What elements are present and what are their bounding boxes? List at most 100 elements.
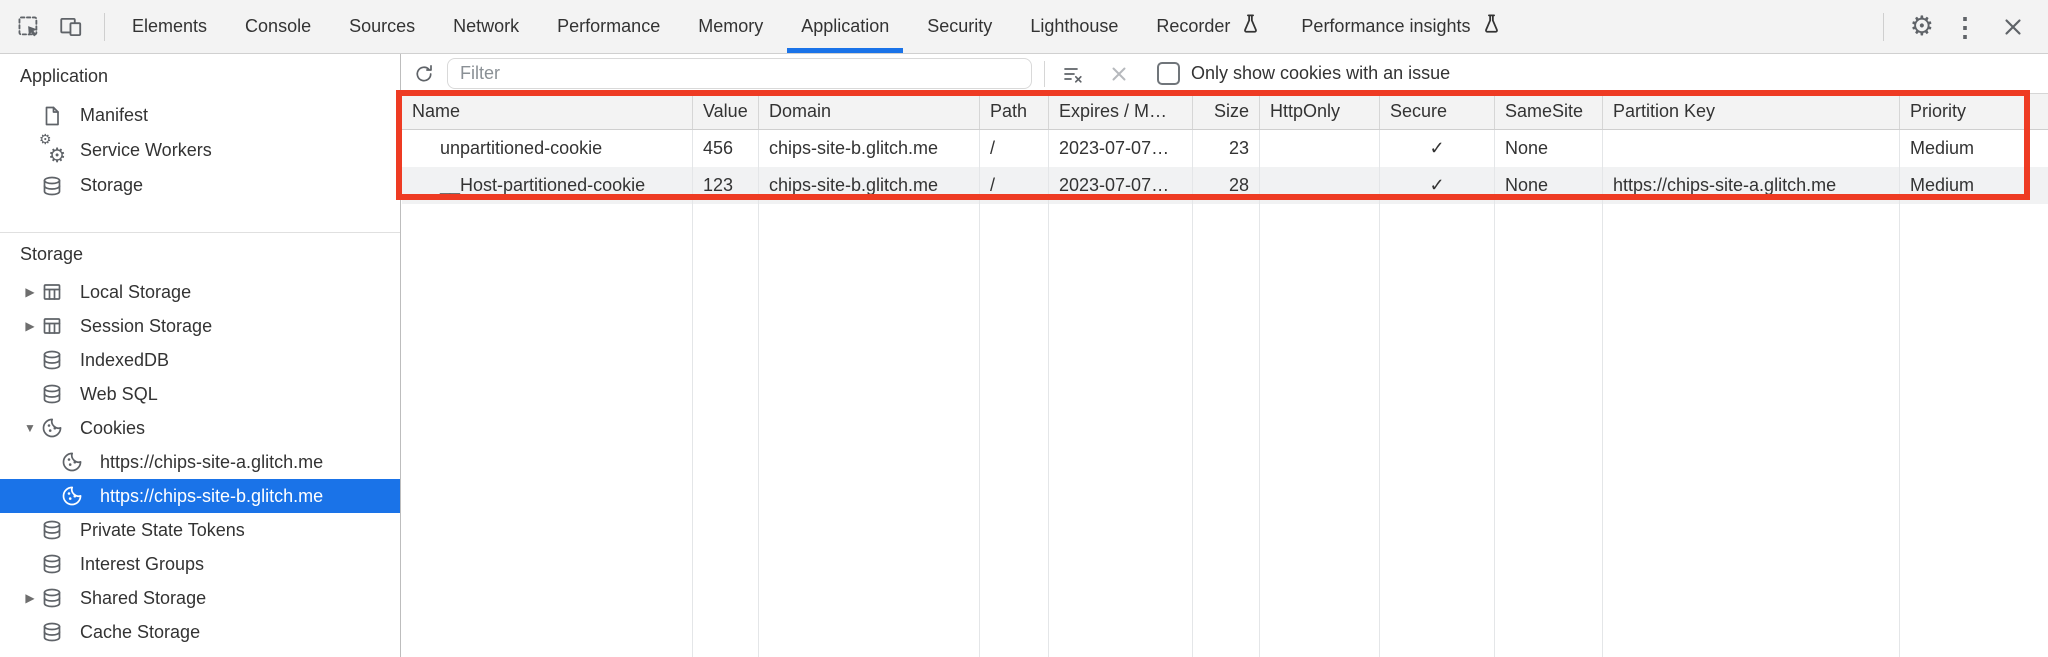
sidebar-item-session-storage[interactable]: ▶ Session Storage xyxy=(0,309,400,343)
experiment-flask-icon xyxy=(1479,12,1504,42)
sidebar-item-storage[interactable]: Storage xyxy=(0,168,400,203)
sidebar-item-cookies-chips-site-b[interactable]: https://chips-site-b.glitch.me xyxy=(0,479,400,513)
devtools-tabbar: Elements Console Sources Network Perform… xyxy=(0,0,2048,54)
sidebar-item-manifest[interactable]: Manifest xyxy=(0,98,400,133)
column-header-secure[interactable]: Secure xyxy=(1380,94,1495,129)
cell-secure: ✓ xyxy=(1380,167,1495,204)
tab-lighthouse[interactable]: Lighthouse xyxy=(1030,16,1119,36)
refresh-icon[interactable] xyxy=(408,58,440,90)
sidebar-item-web-sql[interactable]: Web SQL xyxy=(0,377,400,411)
section-title-application: Application xyxy=(20,65,109,86)
close-icon[interactable] xyxy=(1996,10,2030,44)
toolbar-divider xyxy=(1882,12,1884,41)
cell-path: / xyxy=(980,130,1049,167)
cell-size: 28 xyxy=(1193,167,1260,204)
column-header-path[interactable]: Path xyxy=(980,94,1049,129)
sidebar-item-indexeddb[interactable]: IndexedDB xyxy=(0,343,400,377)
cell-name: unpartitioned-cookie xyxy=(402,130,693,167)
table-row-unpartitioned-cookie[interactable]: unpartitioned-cookie 456 chips-site-b.gl… xyxy=(402,130,2048,167)
document-icon xyxy=(40,104,64,128)
column-header-name[interactable]: Name xyxy=(402,94,693,129)
more-vertical-icon[interactable]: ⋮ xyxy=(1952,11,1978,42)
cookies-panel: Only show cookies with an issue Name Val… xyxy=(402,54,2048,657)
sidebar-item-private-state-tokens[interactable]: Private State Tokens xyxy=(0,513,400,547)
cell-domain: chips-site-b.glitch.me xyxy=(759,130,980,167)
tab-security[interactable]: Security xyxy=(927,16,993,36)
delete-x-icon[interactable] xyxy=(1103,58,1135,90)
cell-samesite: None xyxy=(1495,130,1603,167)
device-toolbar-icon[interactable] xyxy=(54,10,88,44)
cell-secure: ✓ xyxy=(1380,130,1495,167)
database-icon xyxy=(40,174,64,198)
sidebar-item-cookies[interactable]: ▼ Cookies xyxy=(0,411,400,445)
section-title-storage: Storage xyxy=(0,232,400,275)
disclosure-triangle-icon[interactable]: ▶ xyxy=(25,591,35,605)
cell-value: 456 xyxy=(693,130,759,167)
clear-filter-icon[interactable] xyxy=(1057,58,1089,90)
tab-elements[interactable]: Elements xyxy=(132,16,208,36)
column-header-expires[interactable]: Expires / M… xyxy=(1049,94,1193,129)
issue-filter-label[interactable]: Only show cookies with an issue xyxy=(1191,63,1451,83)
cell-value: 123 xyxy=(693,167,759,204)
column-header-priority[interactable]: Priority xyxy=(1910,101,1967,121)
cookies-table: Name Value Domain Path Expires / M… Size… xyxy=(402,94,2048,657)
cell-size: 23 xyxy=(1193,130,1260,167)
table-icon xyxy=(40,280,64,304)
cell-partition-key xyxy=(1603,130,1900,167)
column-header-partition-key[interactable]: Partition Key xyxy=(1603,94,1900,129)
cell-priority: Medium xyxy=(1910,175,1975,195)
table-header-row: Name Value Domain Path Expires / M… Size… xyxy=(402,94,2048,130)
cell-domain: chips-site-b.glitch.me xyxy=(759,167,980,204)
column-header-samesite[interactable]: SameSite xyxy=(1495,94,1603,129)
database-icon xyxy=(40,348,64,372)
disclosure-triangle-icon[interactable]: ▼ xyxy=(24,421,36,435)
cookie-icon xyxy=(60,450,84,474)
cell-priority: Medium xyxy=(1910,138,1975,158)
tab-memory[interactable]: Memory xyxy=(698,16,764,36)
cell-partition-key: https://chips-site-a.glitch.me xyxy=(1603,167,1900,204)
cell-expires: 2023-07-07… xyxy=(1049,167,1193,204)
tab-application[interactable]: Application xyxy=(782,0,908,53)
cell-httponly xyxy=(1260,167,1380,204)
tab-network[interactable]: Network xyxy=(453,16,520,36)
cell-samesite: None xyxy=(1495,167,1603,204)
cookie-icon xyxy=(40,416,64,440)
sidebar-item-shared-storage[interactable]: ▶ Shared Storage xyxy=(0,581,400,615)
disclosure-triangle-icon[interactable]: ▶ xyxy=(25,319,35,333)
sidebar-item-cache-storage[interactable]: Cache Storage xyxy=(0,615,400,649)
database-icon xyxy=(40,586,64,610)
database-icon xyxy=(40,382,64,406)
tab-performance-insights[interactable]: Performance insights xyxy=(1282,0,1522,53)
panel-tabs: Elements Console Sources Network Perform… xyxy=(113,0,1523,53)
cookie-icon xyxy=(60,484,84,508)
column-header-httponly[interactable]: HttpOnly xyxy=(1260,94,1380,129)
cookies-toolbar: Only show cookies with an issue xyxy=(402,54,2048,94)
tab-sources[interactable]: Sources xyxy=(349,16,416,36)
cell-httponly xyxy=(1260,130,1380,167)
sidebar-item-interest-groups[interactable]: Interest Groups xyxy=(0,547,400,581)
tab-performance[interactable]: Performance xyxy=(557,16,661,36)
column-header-value[interactable]: Value xyxy=(693,94,759,129)
toolbar-divider xyxy=(1044,60,1045,87)
settings-gear-icon[interactable]: ⚙ xyxy=(1909,11,1934,41)
column-header-domain[interactable]: Domain xyxy=(759,94,980,129)
sidebar-item-cookies-chips-site-a[interactable]: https://chips-site-a.glitch.me xyxy=(0,445,400,479)
tab-recorder[interactable]: Recorder xyxy=(1137,0,1282,53)
toolbar-divider xyxy=(104,12,105,41)
disclosure-triangle-icon[interactable]: ▶ xyxy=(25,285,35,299)
table-icon xyxy=(40,314,64,338)
sidebar-item-service-workers[interactable]: ⚙⚙ Service Workers xyxy=(39,133,212,167)
issue-filter-checkbox[interactable] xyxy=(1157,62,1180,85)
filter-input[interactable] xyxy=(447,58,1032,89)
cell-expires: 2023-07-07… xyxy=(1049,130,1193,167)
sidebar-item-local-storage[interactable]: ▶ Local Storage xyxy=(0,275,400,309)
experiment-flask-icon xyxy=(1238,12,1263,42)
inspect-icon[interactable] xyxy=(12,10,46,44)
tab-console[interactable]: Console xyxy=(245,16,312,36)
table-empty-area xyxy=(402,204,2048,657)
cell-name: __Host-partitioned-cookie xyxy=(402,167,693,204)
column-header-size[interactable]: Size xyxy=(1193,94,1260,129)
table-row-host-partitioned-cookie[interactable]: __Host-partitioned-cookie 123 chips-site… xyxy=(402,167,2048,204)
cell-path: / xyxy=(980,167,1049,204)
application-sidebar: Application Manifest ⚙⚙ Service Workers … xyxy=(0,54,401,657)
